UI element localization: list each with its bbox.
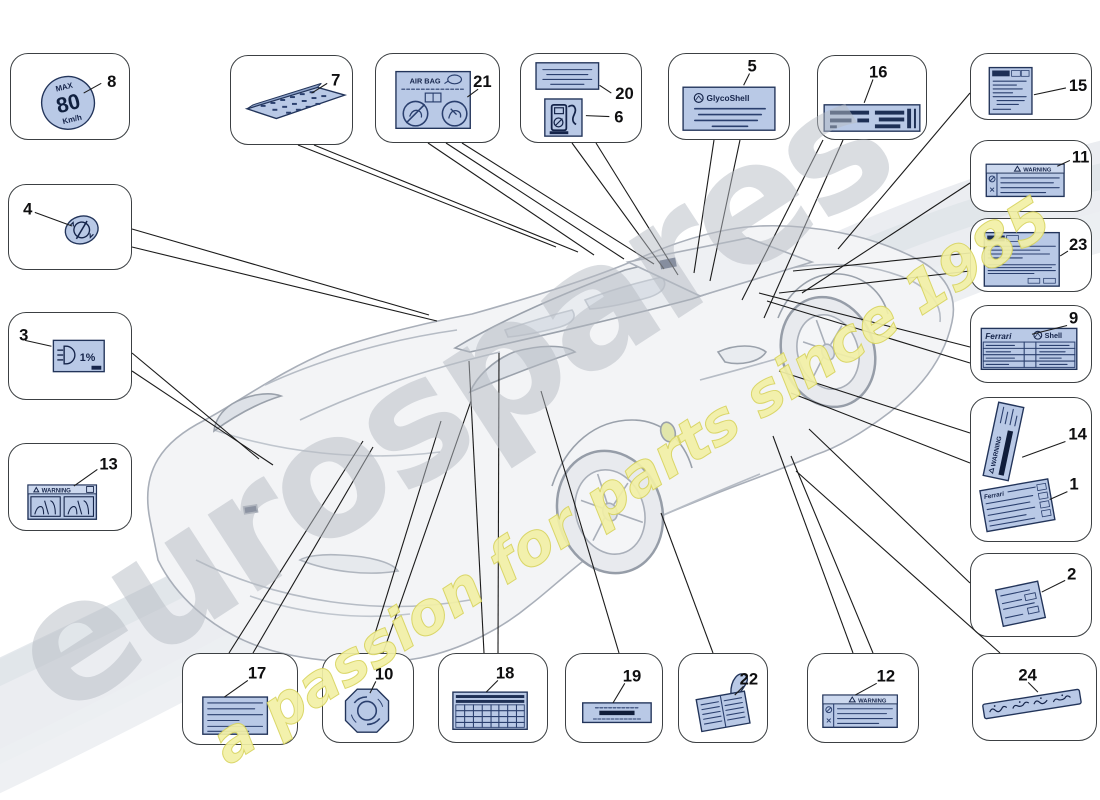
- background-swoosh: [0, 140, 1100, 765]
- airbag-warning-label: AIR BAG 21: [395, 70, 492, 129]
- airbag-title: AIR BAG: [410, 76, 441, 85]
- callout-box-19: 19: [565, 653, 663, 743]
- tyre-pressure-label: Ferrari: [979, 478, 1056, 533]
- visor-warning-pictogram-label: WARNING 13: [27, 454, 118, 520]
- callout-number-14: 14: [1068, 425, 1087, 444]
- callout-number-7: 7: [331, 70, 340, 89]
- callout-box-4: 4: [8, 184, 132, 270]
- spec-text-label: 15: [988, 66, 1087, 115]
- callout-number-21: 21: [473, 72, 491, 91]
- max-text: MAX: [55, 80, 75, 93]
- callout-number-23: 23: [1069, 235, 1087, 254]
- warning-label: WARNING 12: [822, 666, 898, 729]
- hang-tag-label: 22: [695, 669, 758, 733]
- callout-number-20: 20: [615, 84, 633, 103]
- callout-box-22: 22: [678, 653, 768, 743]
- fender-shield-badge: [659, 421, 677, 443]
- roof-label-mark: [659, 257, 677, 270]
- warning-title: WARNING: [858, 698, 887, 704]
- warning-label: WARNING 11: [985, 147, 1089, 198]
- speed-text: 80: [54, 89, 83, 118]
- lines-text-label: 17: [202, 663, 269, 735]
- headlamp-aim-label: 1% 3: [19, 325, 105, 373]
- bumper-label-mark: [242, 504, 259, 515]
- fuel-pump-icon: [544, 98, 583, 137]
- shell-logo-text: Shell: [1045, 331, 1062, 340]
- arabic-script-strip: 24: [982, 665, 1082, 720]
- callout-number-12: 12: [877, 666, 895, 685]
- glycoshell-title: GlycoShell: [707, 93, 750, 103]
- callout-number-5: 5: [748, 57, 757, 76]
- callout-number-22: 22: [740, 669, 758, 688]
- callout-box-17: 17: [182, 653, 298, 745]
- fuel-cap-octagon-badge: 10: [344, 664, 393, 733]
- callout-number-13: 13: [99, 454, 117, 473]
- callout-box-13: WARNING 13: [8, 443, 132, 531]
- rear-wheel: [779, 295, 877, 409]
- max-speed-badge: MAX 80 Km/h 8: [40, 72, 116, 130]
- callout-number-16: 16: [869, 62, 887, 81]
- callout-box-20-6: 20 6: [520, 53, 642, 143]
- beam-value: 1%: [80, 352, 96, 364]
- maintenance-grid-label: 18: [452, 663, 528, 730]
- watermark-brand: eurospares: [0, 43, 922, 753]
- callout-box-7: 7: [230, 55, 353, 145]
- callout-box-9: Ferrari Shell 9: [970, 305, 1092, 383]
- callout-box-18: 18: [438, 653, 548, 743]
- callout-box-5: GlycoShell 5: [668, 53, 790, 140]
- ferrari-logo-text: Ferrari: [985, 332, 1012, 341]
- callout-box-16: 16: [817, 55, 927, 140]
- callout-box-15: 15: [970, 53, 1092, 120]
- callout-number-6: 6: [614, 107, 623, 126]
- callout-box-14-1: WARNING 14 Ferrari: [970, 397, 1092, 542]
- warning-title: WARNING: [1023, 168, 1052, 174]
- vertical-warning-strip: WARNING: [982, 401, 1025, 482]
- callout-number-24: 24: [1018, 665, 1037, 684]
- emission-text-label: 23: [983, 231, 1087, 287]
- callout-box-23: 23: [970, 218, 1092, 292]
- door-mirror: [716, 345, 768, 365]
- callout-box-8: MAX 80 Km/h 8: [10, 53, 130, 140]
- document-label: [535, 62, 600, 90]
- vin-strip-label: 19: [582, 666, 652, 724]
- glycoshell-coolant-label: GlycoShell 5: [682, 57, 776, 131]
- callout-number-11: 11: [1072, 147, 1089, 166]
- warning-title: WARNING: [42, 488, 72, 494]
- callout-box-12: WARNING 12: [807, 653, 919, 743]
- callout-number-8: 8: [107, 72, 116, 91]
- callout-box-10: 10: [322, 653, 414, 743]
- callout-box-21: AIR BAG 21: [375, 53, 500, 143]
- adhesive-plate: 7: [244, 70, 348, 120]
- callout-number-1: 1: [1069, 475, 1078, 494]
- callout-number-9: 9: [1069, 309, 1078, 328]
- callout-number-18: 18: [496, 663, 514, 682]
- strip-code-label: 16: [823, 62, 921, 132]
- callout-number-19: 19: [623, 666, 641, 685]
- callout-number-2: 2: [1067, 564, 1076, 583]
- callout-box-3: 1% 3: [8, 312, 132, 400]
- callout-number-4: 4: [23, 199, 33, 218]
- callout-box-24: 24: [972, 653, 1097, 741]
- tilted-data-label: 2: [994, 564, 1076, 628]
- front-wheel: [555, 449, 665, 575]
- ferrari-shell-service-label: Ferrari Shell 9: [980, 309, 1078, 371]
- callout-number-3: 3: [19, 325, 28, 344]
- callout-box-11: WARNING 11: [970, 140, 1092, 212]
- callout-number-15: 15: [1069, 77, 1087, 95]
- round-prohibition-badge: 4: [23, 199, 99, 245]
- car-body: [146, 224, 955, 664]
- callout-number-10: 10: [375, 664, 393, 683]
- callout-number-17: 17: [248, 663, 266, 682]
- callout-box-2: 2: [970, 553, 1092, 637]
